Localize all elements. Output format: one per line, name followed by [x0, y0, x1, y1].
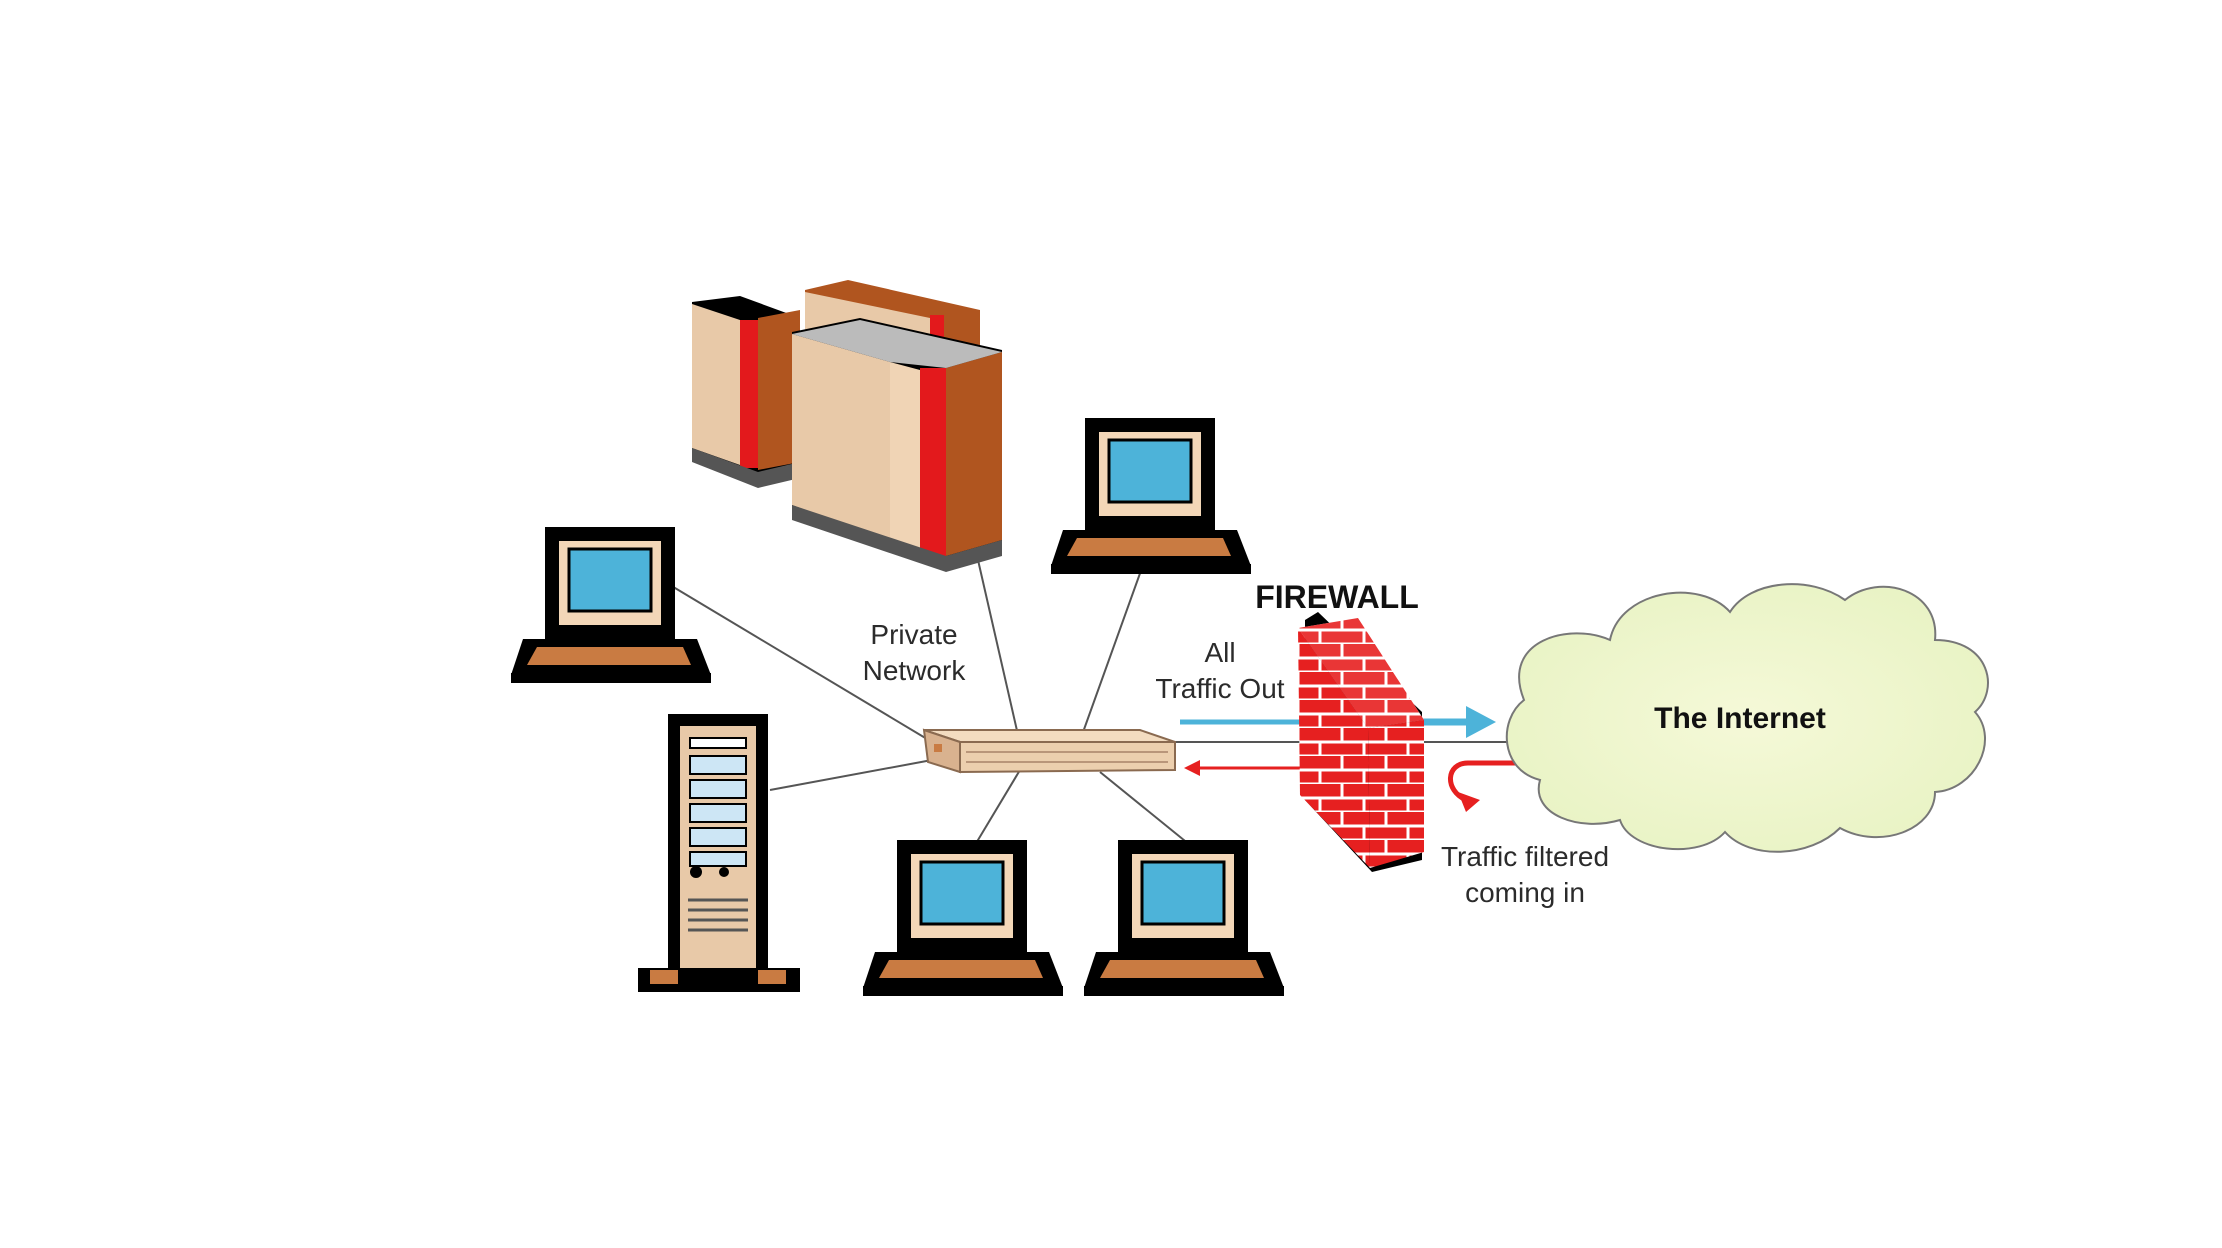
traffic-filtered-label: Traffic filtered — [1441, 841, 1609, 872]
laptop-icon — [1082, 838, 1286, 998]
server-rack-icon — [692, 280, 1002, 572]
laptop-icon — [1049, 416, 1253, 576]
laptop-icon — [861, 838, 1065, 998]
brick-firewall-icon — [1298, 612, 1424, 872]
private-network-label: Private — [870, 619, 957, 650]
internet-label: The Internet — [1654, 702, 1826, 735]
cloud-icon — [1505, 583, 1989, 853]
laptop-icon — [509, 525, 713, 685]
private-network-label: Network — [863, 655, 967, 686]
firewall-label: FIREWALL — [1255, 579, 1419, 615]
all-traffic-out-label: Traffic Out — [1155, 673, 1284, 704]
all-traffic-out-label: All — [1204, 637, 1235, 668]
network-cables — [669, 559, 1510, 846]
traffic-in-arrow — [1184, 760, 1518, 812]
tower-server-icon — [638, 714, 800, 992]
traffic-out-arrow — [1180, 706, 1496, 738]
network-hub-icon — [922, 728, 1176, 774]
traffic-filtered-label: coming in — [1465, 877, 1585, 908]
